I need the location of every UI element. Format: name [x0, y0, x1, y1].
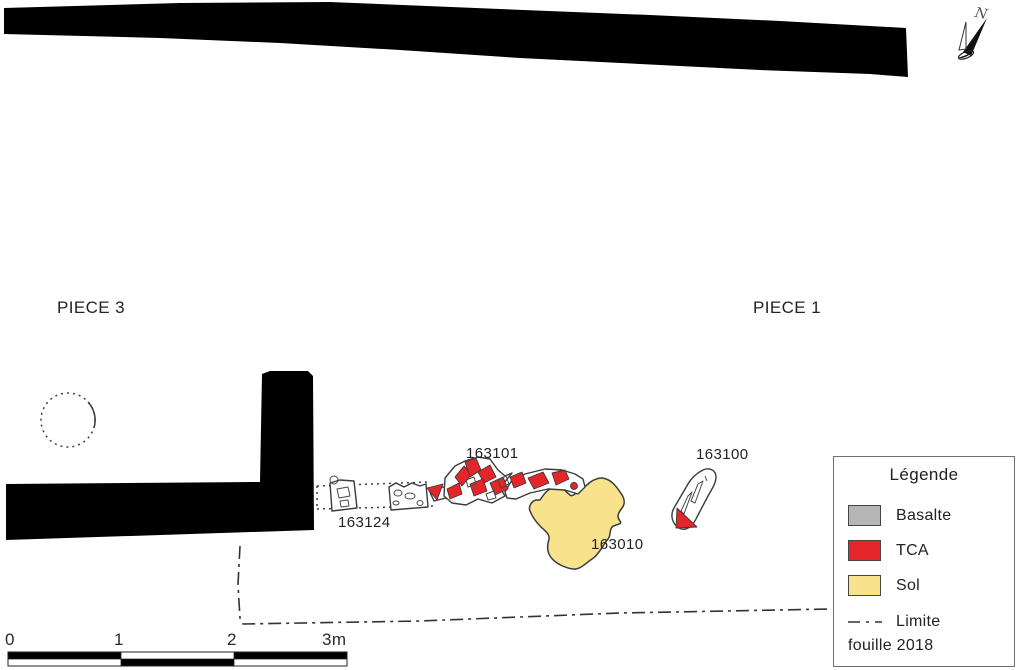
rubble-detail [465, 476, 477, 488]
feature-163124-fragments [329, 475, 429, 512]
legend-label-limite-line2: fouille 2018 [848, 637, 934, 654]
legend-label-tca: TCA [896, 542, 929, 559]
legend-label-sol: Sol [896, 577, 921, 594]
basalte-fragment-detail [392, 500, 400, 506]
feature-163101-cluster [426, 456, 586, 506]
tca-fragment [570, 482, 578, 490]
basalte-fragment-detail [329, 475, 339, 485]
scale-tick-1: 1 [114, 630, 124, 649]
pit-circle-solid-arc [87, 401, 96, 429]
dotted-pit-circle [40, 392, 96, 448]
feature-163100-shape [671, 468, 717, 530]
limite-line-icon [848, 621, 882, 623]
l-wall-shape [6, 371, 314, 540]
tca-fragment [446, 482, 463, 500]
north-arrow-icon [957, 18, 987, 60]
tca-fragment [551, 469, 570, 486]
basalte-fragment-detail [393, 489, 403, 497]
rubble-detail [497, 475, 510, 489]
tca-swatch [848, 540, 881, 561]
legend-title: Légende [889, 465, 959, 484]
tca-fragment [426, 483, 444, 501]
basalte-fragment-detail [339, 499, 350, 508]
tca-fragment [527, 471, 550, 490]
block-detail [690, 480, 704, 504]
legend: Légende Basalte TCA Sol Limite fouille 2… [833, 456, 1015, 667]
limite-fouille-line [237, 545, 831, 625]
legend-label-basalte: Basalte [896, 507, 952, 524]
feature-label-163010: 163010 [591, 536, 644, 553]
tca-fragment [675, 507, 698, 529]
scale-bar [7, 651, 348, 667]
basalte-fragment-detail [416, 500, 424, 506]
rubble-detail [485, 490, 497, 501]
tca-fragment [469, 478, 488, 497]
sol-swatch [848, 575, 881, 596]
room-label-piece3: PIECE 3 [57, 298, 125, 317]
tca-fragment [509, 471, 527, 489]
basalte-fragment-detail [404, 492, 416, 500]
scale-tick-3m: 3m [322, 630, 347, 649]
block-detail [680, 491, 693, 515]
room-label-piece1: PIECE 1 [753, 298, 821, 317]
scale-tick-0: 0 [5, 630, 15, 649]
feature-label-163124: 163124 [338, 514, 391, 531]
scale-tick-2: 2 [227, 630, 237, 649]
feature-label-163101: 163101 [466, 445, 519, 462]
block-detail [704, 475, 708, 482]
basalte-swatch [848, 505, 881, 526]
basalte-fragment [388, 482, 429, 511]
basalte-fragment-detail [336, 486, 351, 499]
feature-label-163100: 163100 [696, 446, 749, 463]
north-wall-shape [4, 2, 908, 77]
legend-label-limite: Limite [896, 613, 941, 630]
